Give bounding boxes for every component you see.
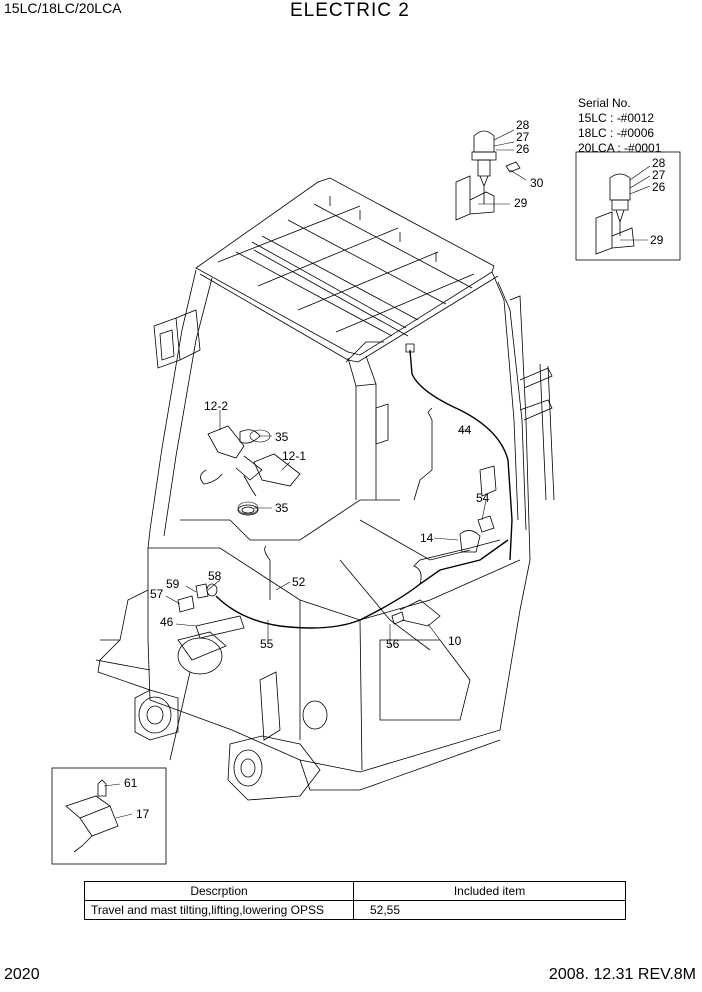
model-code: 15LC/18LC/20LCA [4, 0, 122, 16]
callout-26: 26 [516, 142, 530, 156]
callout-58: 58 [208, 569, 222, 583]
callout-46: 46 [160, 615, 174, 629]
table-header-row: Descrption Included item [84, 881, 626, 901]
callout-10: 10 [448, 634, 462, 648]
callout-61: 61 [124, 776, 138, 790]
column-header-included-item: Included item [353, 881, 626, 901]
column-header-description: Descrption [84, 881, 354, 901]
inset-beacon [575, 151, 681, 261]
table-row: Travel and mast tilting,lifting,lowering… [84, 900, 626, 920]
callout-12-1: 12-1 [282, 449, 306, 463]
pedal-detail [169, 631, 227, 761]
callout-52: 52 [292, 575, 306, 589]
callout-27: 27 [516, 130, 530, 144]
serial-line: 15LC : -#0012 [578, 111, 655, 125]
leader-lines [103, 129, 651, 819]
description-table: Descrption Included item Travel and mast… [84, 881, 626, 920]
callout-35-lower: 35 [275, 501, 289, 515]
callout-14: 14 [420, 531, 434, 545]
callout-28: 28 [516, 118, 530, 132]
callout-29: 29 [514, 196, 528, 210]
callout-30: 30 [530, 176, 544, 190]
switch-components [177, 583, 245, 639]
floor-harness [215, 539, 509, 629]
inset-pedal [51, 767, 167, 865]
page-title: ELECTRIC 2 [290, 0, 410, 21]
serial-note: Serial No. 15LC : -#0012 18LC : -#0006 2… [578, 96, 661, 156]
right-components [375, 403, 497, 627]
combination-switch [200, 425, 301, 516]
callout-54: 54 [476, 491, 490, 505]
serial-line: 20LCA : -#0001 [578, 141, 662, 155]
callout-56: 56 [386, 637, 400, 651]
serial-line: 18LC : -#0006 [578, 126, 655, 140]
overhead-guard [195, 177, 499, 363]
callout-labels: 28 27 26 30 29 28 27 26 29 12-2 35 12-1 … [124, 118, 666, 821]
beacon-lamp [455, 130, 521, 221]
callout-circles [237, 429, 271, 515]
truck-body [95, 499, 531, 801]
callout-59: 59 [166, 577, 180, 591]
callout-28-inset: 28 [652, 156, 666, 170]
table-cell-description: Travel and mast tilting,lifting,lowering… [84, 900, 354, 920]
grab-handle [153, 309, 201, 369]
callout-12-2: 12-2 [204, 399, 228, 413]
page-number: 2020 [4, 966, 40, 983]
serial-heading: Serial No. [578, 96, 631, 110]
table-cell-included-item: 52,55 [353, 900, 626, 920]
callout-27-inset: 27 [652, 168, 666, 182]
callout-57: 57 [150, 587, 164, 601]
callout-44: 44 [458, 423, 472, 437]
callout-26-inset: 26 [652, 180, 666, 194]
callout-35: 35 [275, 430, 289, 444]
callout-55: 55 [260, 637, 274, 651]
cab-frame [147, 269, 555, 561]
callout-17: 17 [136, 807, 150, 821]
callout-29-inset: 29 [650, 233, 664, 247]
revision-date: 2008. 12.31 REV.8M [548, 966, 696, 983]
wire-harness [405, 343, 513, 561]
